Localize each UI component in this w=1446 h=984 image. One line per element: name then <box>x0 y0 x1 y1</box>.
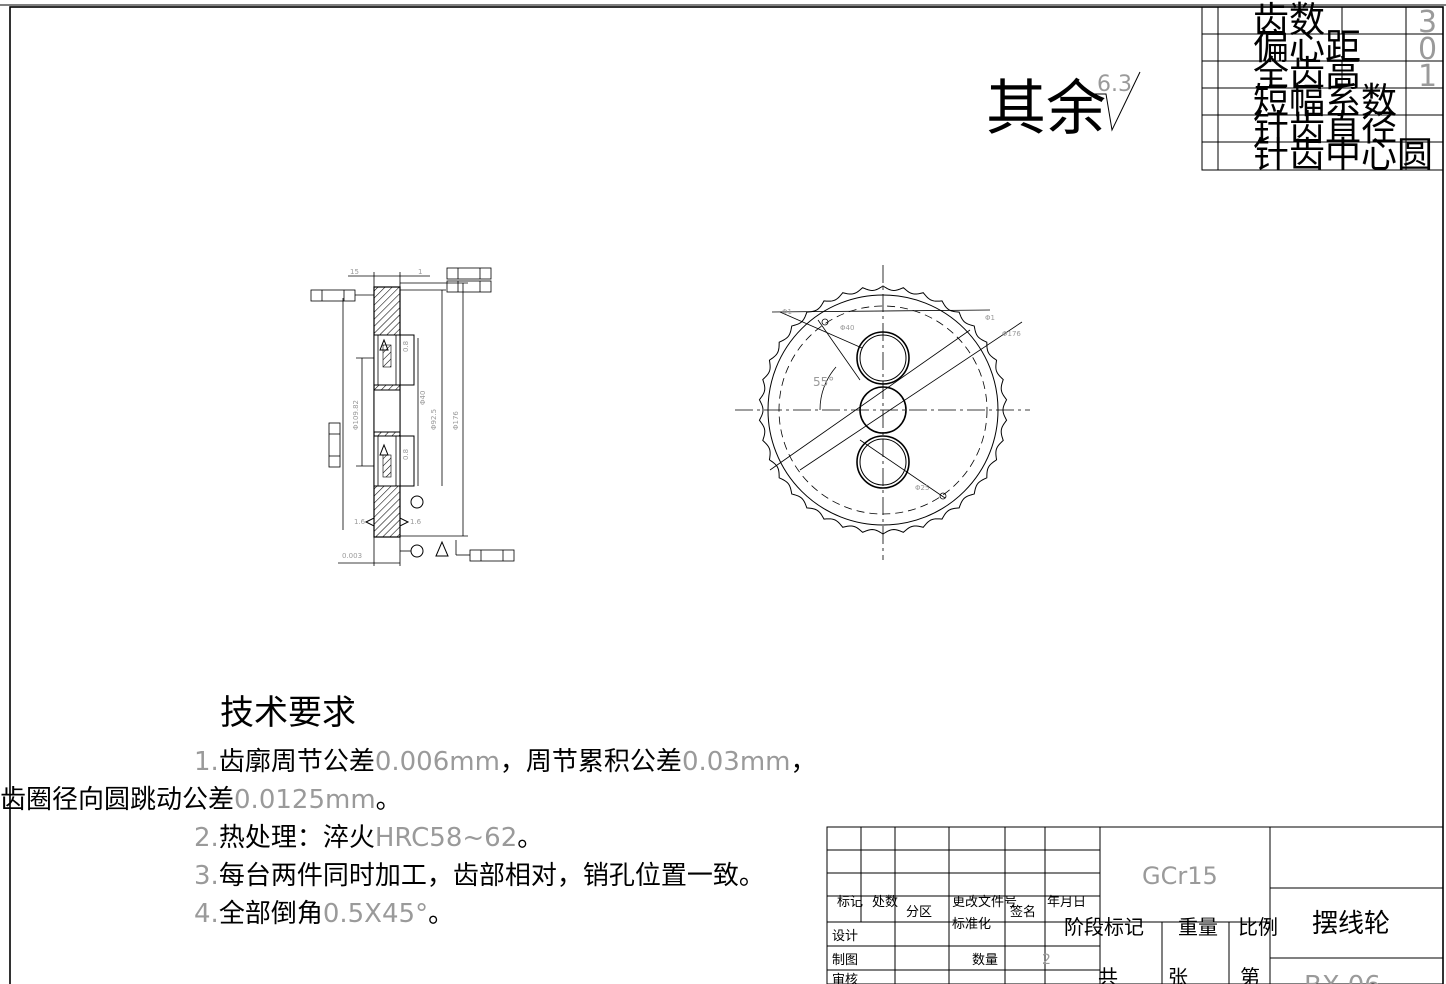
svg-text:15: 15 <box>350 268 359 276</box>
tech-req-gray: 0.006mm <box>375 747 500 777</box>
role-design: 设计 <box>832 929 858 944</box>
header-page: 第 <box>1240 965 1260 984</box>
tech-req-line: 3.每台两件同时加工，齿部相对，销孔位置一致。 <box>194 861 765 891</box>
svg-text:1.6: 1.6 <box>354 518 366 526</box>
front-view: 55° Φ1 Φ40 Φ1 Φ176 Φ25 <box>735 265 1030 560</box>
qty-label: 数量 <box>972 953 998 968</box>
svg-text:Φ1: Φ1 <box>782 308 792 316</box>
param-label: 全齿高 <box>1253 54 1361 95</box>
quantity-value: 2 <box>1042 952 1051 968</box>
material: GCr15 <box>1142 862 1218 890</box>
svg-text:0.8: 0.8 <box>402 449 410 460</box>
header-count: 处数 <box>872 895 898 910</box>
pin-hole-bottom <box>856 435 910 489</box>
tech-req-title: 技术要求 <box>220 693 356 733</box>
surface-finish-note: 其余 6.3 <box>986 71 1141 144</box>
param-label: 齿数 <box>1253 0 1325 41</box>
header-scale: 比例 <box>1238 915 1278 939</box>
svg-text:Φ109.82: Φ109.82 <box>352 400 360 430</box>
header-date: 年月日 <box>1047 895 1086 910</box>
header-change-doc: 更改文件号 <box>952 895 1017 910</box>
svg-text:Φ176: Φ176 <box>1002 330 1021 338</box>
param-label: 针齿直径 <box>1253 108 1397 149</box>
tech-req-text: 齿圈径向圆跳动公差 <box>0 785 234 815</box>
svg-text:Φ176: Φ176 <box>452 411 460 430</box>
surface-finish-prefix: 其余 <box>986 74 1106 144</box>
tech-req-text: 齿廓周节公差 <box>219 747 375 777</box>
tech-req-text: 热处理：淬火 <box>219 823 375 853</box>
tech-req-rest: 。 <box>428 899 454 929</box>
svg-text:Φ92.5: Φ92.5 <box>430 409 438 430</box>
param-value: 0 <box>1418 32 1437 67</box>
role-review: 审核 <box>832 973 858 984</box>
tech-req-gray2: 0.03mm <box>682 747 791 777</box>
svg-text:Φ40: Φ40 <box>419 391 427 405</box>
role-draw: 制图 <box>832 953 858 968</box>
tech-req-gray: 0.0125mm <box>234 785 376 815</box>
tech-req-num: 4. <box>194 899 219 929</box>
tech-req-num: 3. <box>194 861 219 891</box>
tech-req-line: 2.热处理：淬火HRC58~62。 <box>194 823 543 853</box>
header-stage-mark: 阶段标记 <box>1064 915 1144 939</box>
param-label: 针齿中心圆 <box>1253 135 1433 176</box>
tech-req-lines: 1.齿廓周节公差0.006mm，周节累积公差0.03mm，齿圈径向圆跳动公差0.… <box>0 747 817 929</box>
svg-text:1: 1 <box>418 268 422 276</box>
tech-req-line: 1.齿廓周节公差0.006mm，周节累积公差0.03mm， <box>194 747 817 777</box>
roughness-symbol <box>1094 71 1141 132</box>
tech-req-num: 1. <box>194 747 219 777</box>
header-mark: 标记 <box>837 895 863 910</box>
tech-req-line: 4.全部倒角0.5X45°。 <box>194 899 454 929</box>
tech-req-rest: 。 <box>376 785 402 815</box>
svg-text:Φ25: Φ25 <box>915 484 929 492</box>
tech-requirements: 技术要求 1.齿廓周节公差0.006mm，周节累积公差0.03mm， 齿圈径向圆跳… <box>0 693 817 929</box>
part-name: 摆线轮 <box>1312 909 1390 939</box>
svg-text:Φ1: Φ1 <box>985 314 995 322</box>
tech-req-rest: ，周节累积公差 <box>500 747 682 777</box>
angle-label: 55° <box>813 375 834 389</box>
drawing-number: BX-06 <box>1304 971 1381 984</box>
header-standardize: 标准化 <box>952 917 991 932</box>
svg-text:0.8: 0.8 <box>402 341 410 352</box>
svg-text:0.003: 0.003 <box>342 552 362 560</box>
gear-tooth-profile <box>758 285 1008 535</box>
svg-text:1.6: 1.6 <box>410 518 422 526</box>
section-view: 15 1 0.003 1.6 1.6 0.8 0.8 Φ109.82 Φ40 Φ… <box>310 267 515 566</box>
section-bore-center <box>373 389 401 433</box>
tech-req-gray: HRC58~62 <box>375 823 517 853</box>
title-block: 标记 处数 分区 更改文件号 签名 年月日 设计 制图 审核 标准化 数量 2 … <box>826 826 1444 984</box>
header-weight: 重量 <box>1178 915 1218 939</box>
surface-finish-value: 6.3 <box>1097 72 1132 97</box>
param-label: 偏心距 <box>1253 27 1361 68</box>
tech-req-gray: 0.5X45° <box>323 899 428 929</box>
param-value: 3 <box>1418 5 1437 40</box>
header-signature: 签名 <box>1010 904 1036 920</box>
tech-req-text: 每台两件同时加工，齿部相对，销孔位置一致。 <box>219 861 765 891</box>
drawing-frame <box>0 4 1446 984</box>
param-label: 短幅系数 <box>1253 81 1397 122</box>
tech-req-num: 2. <box>194 823 219 853</box>
header-zone: 分区 <box>906 905 932 920</box>
header-total: 共 <box>1098 965 1118 984</box>
tech-req-text: 全部倒角 <box>219 899 323 929</box>
tech-req-line: 齿圈径向圆跳动公差0.0125mm。 <box>0 785 402 815</box>
param-value: 1 <box>1418 59 1437 94</box>
header-sheet: 张 <box>1168 965 1188 984</box>
svg-text:Φ40: Φ40 <box>840 324 854 332</box>
tech-req-rest: 。 <box>517 823 543 853</box>
tech-req-tail: ， <box>790 747 816 777</box>
